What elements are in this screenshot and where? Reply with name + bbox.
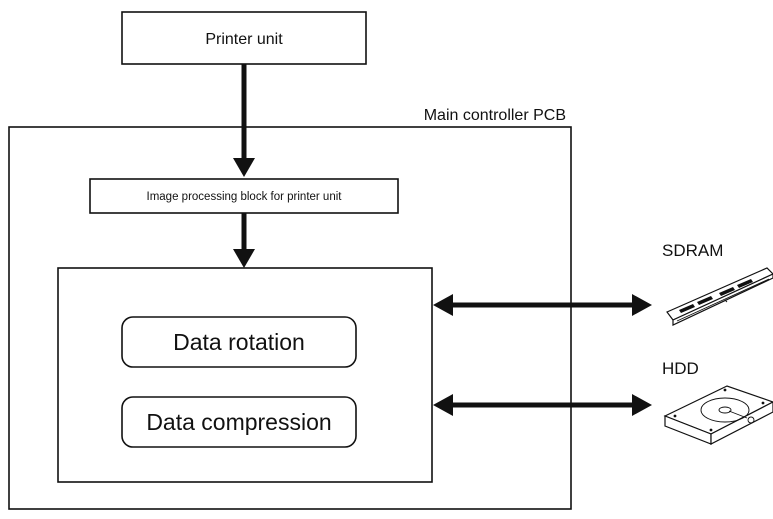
arrow-processing-sdram — [433, 294, 652, 316]
arrow-processing-hdd — [433, 394, 652, 416]
data-rotation-label: Data rotation — [173, 329, 305, 355]
printer-unit-label: Printer unit — [205, 31, 283, 48]
hard-disk-drive-icon — [663, 385, 773, 445]
arrow-image-processing-to-processing-block — [233, 213, 255, 268]
image-processing-node: Image processing block for printer unit — [89, 178, 399, 214]
sdram-label: SDRAM — [662, 241, 723, 260]
main-controller-pcb-label: Main controller PCB — [424, 107, 566, 124]
hdd-label: HDD — [662, 359, 699, 378]
processing-block: Data rotation Data compression — [57, 267, 433, 483]
data-compression-node: Data compression — [121, 396, 357, 448]
arrow-printer-to-image-processing — [233, 64, 255, 177]
memory-module-icon — [666, 267, 773, 326]
data-rotation-node: Data rotation — [121, 316, 357, 368]
data-compression-label: Data compression — [146, 409, 331, 435]
image-processing-label: Image processing block for printer unit — [147, 191, 343, 203]
printer-unit-node: Printer unit — [121, 11, 367, 65]
